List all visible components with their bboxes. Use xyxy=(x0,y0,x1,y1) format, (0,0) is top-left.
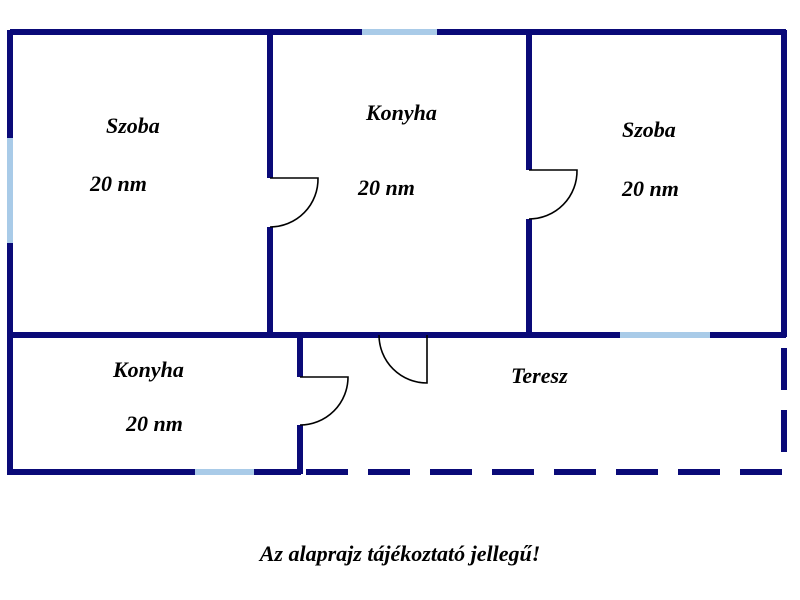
disclaimer-text: Az alaprajz tájékoztató jellegű! xyxy=(259,541,541,566)
terrace-dashed-walls xyxy=(306,348,787,475)
door-swing-4 xyxy=(299,376,349,426)
windows xyxy=(7,29,710,475)
door-swing-2 xyxy=(528,169,578,220)
room-area-szoba-right: 20 nm xyxy=(622,176,679,201)
room-name-konyha-mid: Konyha xyxy=(366,100,437,125)
room-name-terasz: Teresz xyxy=(511,363,568,388)
room-area-szoba-left: 20 nm xyxy=(90,171,147,196)
doors xyxy=(269,169,578,426)
walls xyxy=(7,29,787,475)
room-name-szoba-left: Szoba xyxy=(106,113,160,138)
room-area-konyha-bottom: 20 nm xyxy=(126,411,183,436)
room-name-szoba-right: Szoba xyxy=(622,117,676,142)
room-area-konyha-mid: 20 nm xyxy=(358,175,415,200)
door-swing-3 xyxy=(378,334,428,384)
room-name-konyha-bottom: Konyha xyxy=(113,357,184,382)
door-swing-1 xyxy=(269,177,319,228)
